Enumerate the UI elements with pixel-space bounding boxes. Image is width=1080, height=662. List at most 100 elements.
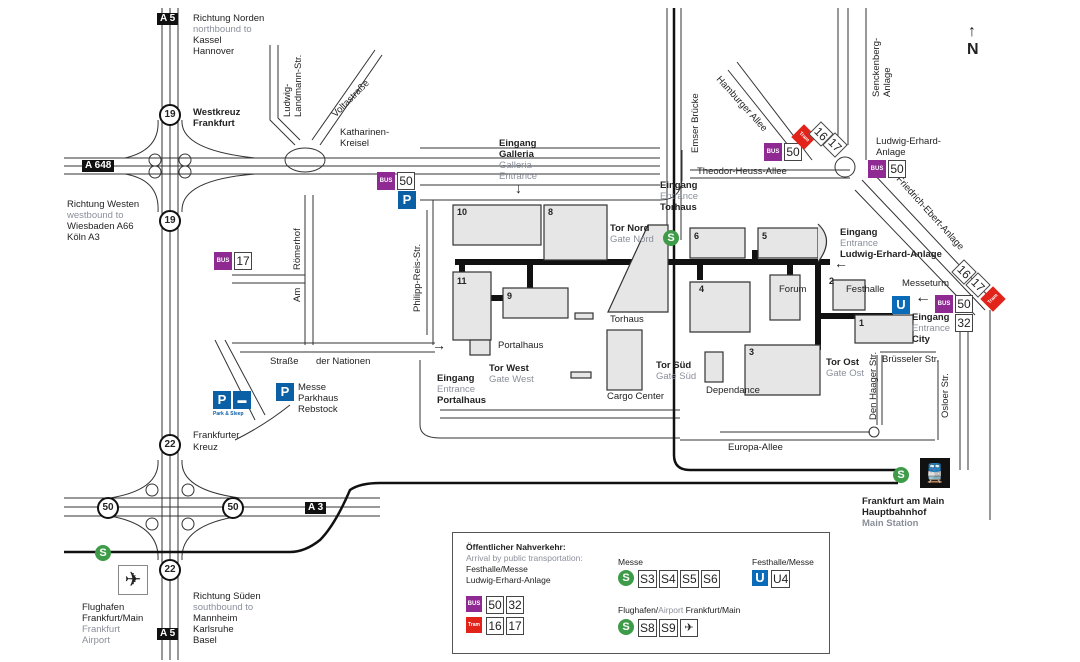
hall-3 [744,344,821,396]
bus-stop-icon: BUS [377,172,395,190]
legend-tram-line: 16 [486,617,504,635]
building-forum: Forum [779,284,807,295]
s-bahn-line-north [672,8,898,472]
entrance-en: Entrance [840,238,879,249]
hall-5-dome [817,223,828,263]
entrance-label: Eingang [437,373,475,384]
hall-number: 9 [507,291,513,301]
s-bahn-icon: S [618,619,634,635]
bus-line-50: 50 [955,295,973,313]
hall-number: 4 [699,284,705,294]
airport-heading-rest: Frankfurt/Main [683,605,741,615]
legend-messe-heading: Messe [618,557,644,567]
arrow-right-icon: → [432,337,446,353]
junction-19-top: 19 [159,104,181,126]
tram-icon: Tram [466,617,482,633]
a5-south-shield: A 5 [157,628,179,640]
bus-stop-icon: BUS [214,252,232,270]
legend-s-line: S4 [659,570,678,588]
s-bahn-icon[interactable]: S [95,545,111,561]
street-theodor-heuss: Theodor-Heuss-Allee [697,166,787,177]
entrance-name: Ludwig-Erhard-Anlage [840,249,942,260]
entrance-name: City [912,334,930,345]
city-label: Kassel [193,35,222,46]
legend-stop-2: Ludwig-Erhard-Anlage [466,575,551,585]
legend-airport-heading: Flughafen/Airport Frankfurt/Main [618,605,740,615]
street-ludwig-erhard-anlage-2: Anlage [876,147,906,158]
legend-title: Öffentlicher Nahverkehr: [466,542,566,552]
direction-north-en: northbound to [193,24,252,35]
bus-line-32: 32 [955,314,973,332]
u-bahn-icon[interactable]: U [892,296,910,314]
parking-icon[interactable]: P [213,391,231,409]
gate-ost-en: Gate Ost [826,368,865,379]
s-bahn-icon: S [618,570,634,586]
airport-heading-de: Flughafen/ [618,605,659,615]
city-label: Wiesbaden A66 [67,221,134,232]
entrance-label: Eingang [660,180,698,191]
building-messeturm: Messeturm [902,278,949,289]
street-bruesseler: Brüsseler Str. [882,354,940,365]
north-arrow-icon: ↑ [968,23,976,40]
direction-north-de: Richtung Norden [193,13,265,24]
entrance-en: Entrance [660,191,699,202]
westkreuz-label-2: Frankfurt [193,118,235,129]
airport-label-en-2: Airport [82,635,110,646]
train-station-icon: 🚆 [920,458,950,488]
bus-stop-icon: BUS [764,143,782,161]
s-bahn-icon[interactable]: S [893,467,909,483]
street-ludwig-erhard-anlage: Ludwig-Erhard- [876,136,941,147]
gate-nord-en: Gate Nord [610,234,654,245]
city-label: Hannover [193,46,235,57]
building-torhaus: Torhaus [610,314,644,325]
entrance-label: Eingang [840,227,878,238]
building-cargo-center: Cargo Center [607,391,665,402]
parkhaus-icon[interactable]: P [276,383,294,401]
parkhaus-label-2: Parkhaus [298,393,339,404]
u-bahn-icon: U [752,570,768,586]
camper-icon: ▬ [233,391,251,409]
a648-motorway [64,157,660,175]
hall-number: 3 [749,347,755,357]
building-portalhaus: Portalhaus [498,340,544,351]
bus-line-50: 50 [397,172,415,190]
direction-west-en: westbound to [67,210,124,221]
street-ludwig-landmann: Ludwig- [282,83,293,117]
street-nationen-2: der Nationen [316,356,371,367]
torhaus-building [607,224,669,313]
gate-west: Tor West [489,363,529,374]
bus-line-17: 17 [234,252,252,270]
hall-11 [452,271,492,341]
parking-icon[interactable]: P [398,191,416,209]
building-festhalle: Festhalle [846,284,885,295]
airport-icon: ✈ [118,565,148,595]
forum [769,274,801,321]
entrance-label: Eingang [912,312,950,323]
a648-shield: A 648 [82,160,115,172]
bus-line-50: 50 [888,160,906,178]
parkhaus-label: Messe [298,382,326,393]
airport-label: Flughafen [82,602,125,613]
hall-1 [854,314,914,344]
legend-u-line: U4 [771,570,791,588]
hall-number: 6 [694,231,700,241]
legend-panel: Öffentlicher Nahverkehr: Arrival by publ… [452,532,830,654]
hall-number: 2 [829,276,835,286]
arrow-left-icon: ← [834,255,848,271]
portalhaus [469,339,491,356]
street-europa-allee: Europa-Allee [728,442,783,453]
entrance-en: Entrance [437,384,476,395]
s-bahn-icon[interactable]: S [663,230,679,246]
bus-stop-icon: BUS [935,295,953,313]
main-station-label-2: Hauptbahnhof [862,507,927,518]
entrance-label: Eingang [499,138,537,149]
street-am: Am [292,287,303,302]
park-sleep-label: Park & Sleep [213,411,244,417]
junction-22-bottom: 22 [159,559,181,581]
a5-north-shield: A 5 [157,13,179,25]
hall-number: 5 [762,231,768,241]
direction-west-de: Richtung Westen [67,199,140,210]
legend-s-line: S8 [638,619,657,637]
street-philipp-reis: Philipp-Reis-Str. [412,243,423,312]
